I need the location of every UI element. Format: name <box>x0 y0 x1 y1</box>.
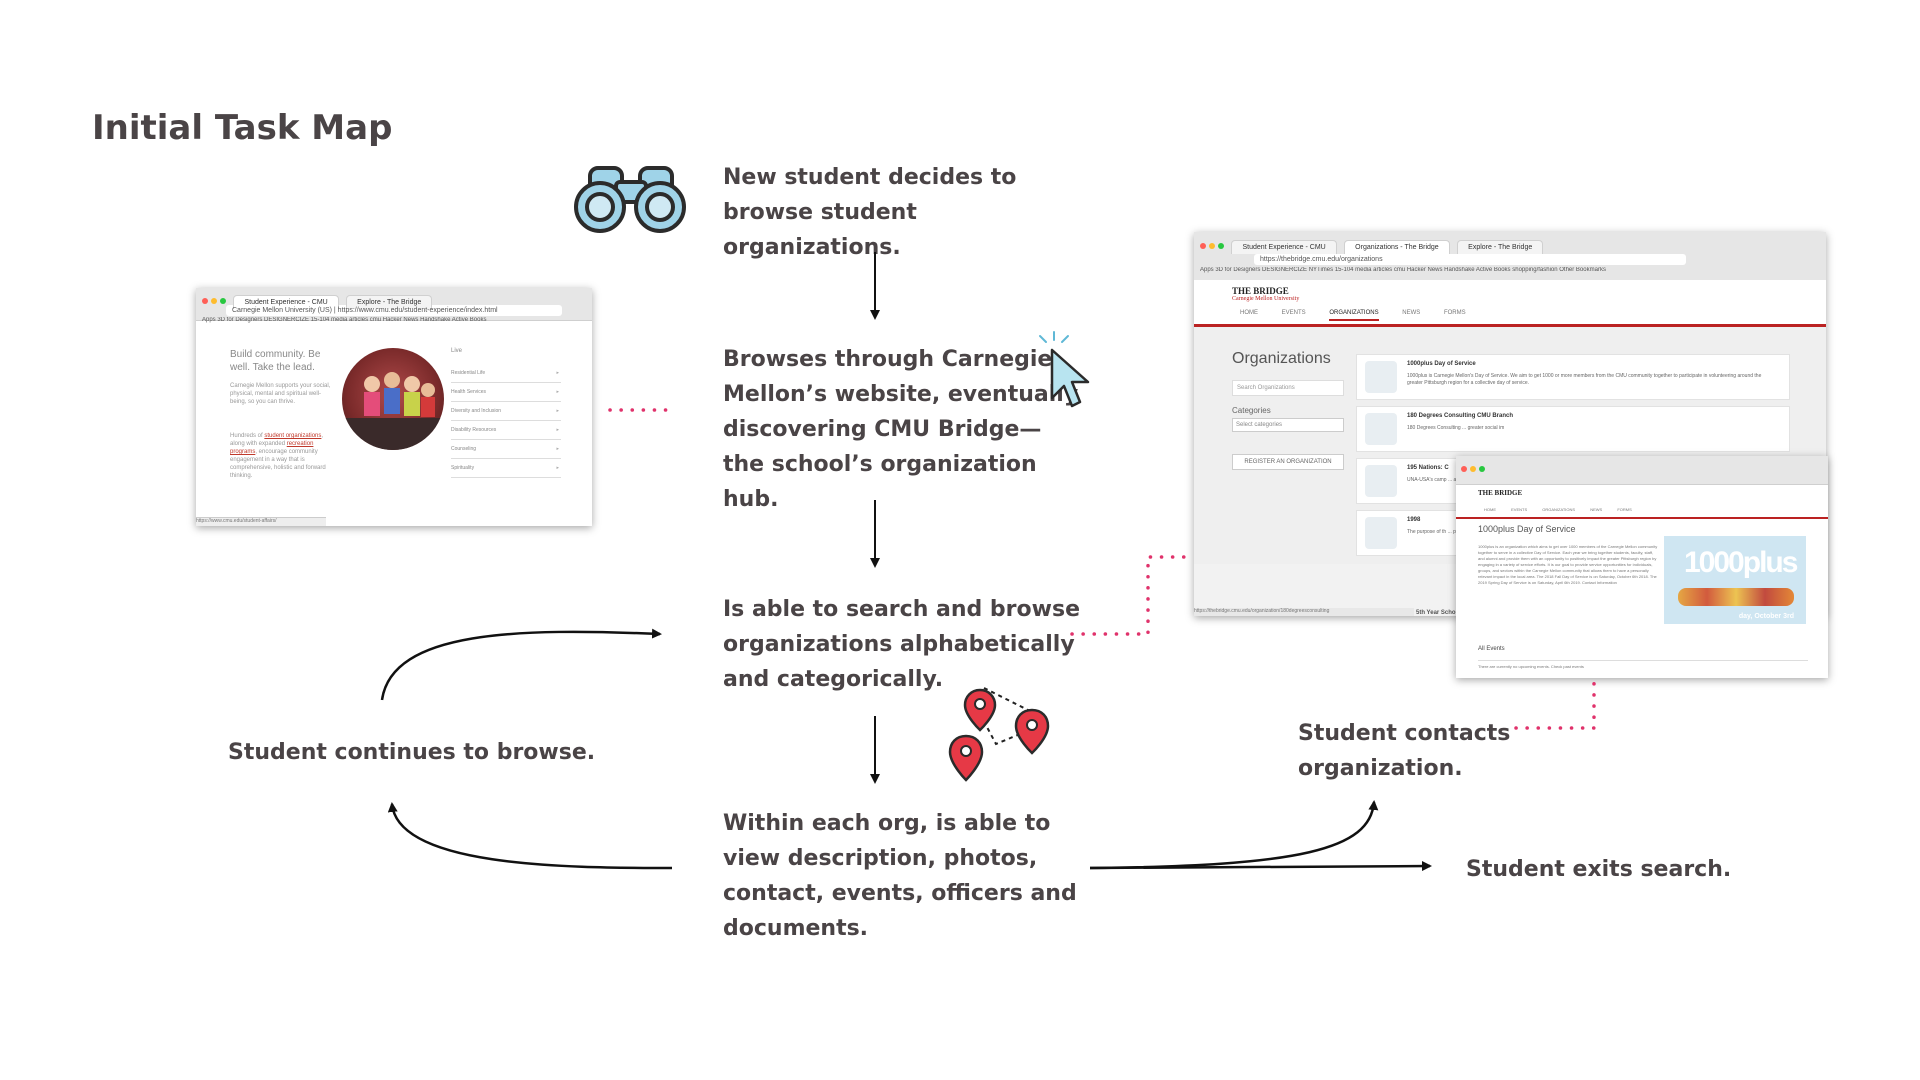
nav-news: NEWS <box>1402 310 1421 316</box>
cursor-icon <box>1039 331 1090 408</box>
browser-tab: Explore - The Bridge <box>346 295 433 309</box>
org-card: 1000plus Day of Service 1000plus is Carn… <box>1356 354 1790 400</box>
categories-select: Select categories <box>1232 418 1344 432</box>
search-organizations-field: Search Organizations <box>1232 380 1344 396</box>
poster-leaves <box>1678 588 1794 606</box>
browser-chrome: Student Experience - CMU Explore - The B… <box>196 288 592 323</box>
org-name: 195 Nations: C <box>1407 465 1449 471</box>
arrow-continue-to-step3 <box>380 628 662 701</box>
window-controls <box>1461 459 1488 476</box>
window-controls <box>1200 236 1227 253</box>
status-bar: https://www.cmu.edu/student-affairs/ <box>196 517 326 526</box>
browser-tab: Organizations - The Bridge <box>1344 240 1450 254</box>
site-nav: HOME EVENTS ORGANIZATIONS NEWS FORMS <box>1240 310 1488 321</box>
organizations-title: Organizations <box>1232 350 1331 367</box>
org-name: 1998 <box>1407 517 1421 523</box>
all-events-heading: All Events <box>1478 646 1505 652</box>
nav-forms: FORMS <box>1617 507 1632 512</box>
browser-tab: Student Experience - CMU <box>1231 240 1337 254</box>
step-4-text: Within each org, is able to view descrip… <box>723 811 1077 941</box>
bookmarks-bar: Apps 3D for Designers DESIGNERCIZE 15-10… <box>202 317 487 323</box>
site-nav: HOME EVENTS ORGANIZATIONS NEWS FORMS <box>1484 507 1646 512</box>
nav-events: EVENTS <box>1511 507 1528 512</box>
org-description: 180 Degrees Consulting ... greater socia… <box>1407 425 1505 431</box>
map-pins-icon <box>948 687 1050 782</box>
no-events-text: There are currently no upcoming events. … <box>1478 660 1808 669</box>
logo-subtext: Carnegie Mellon University <box>1232 296 1300 302</box>
browser-tab: Explore - The Bridge <box>1457 240 1544 254</box>
org-title: 1000plus Day of Service <box>1478 524 1576 534</box>
org-logo <box>1365 465 1397 497</box>
org-description: The purpose of th ... provide a cultura <box>1407 529 1491 535</box>
intro-paragraph: Carnegie Mellon supports your social, ph… <box>230 383 331 405</box>
menu-item: Spirituality <box>451 459 561 478</box>
binoculars-icon <box>574 166 686 233</box>
step-1-text: New student decides to browse student or… <box>723 165 1017 260</box>
nav-forms: FORMS <box>1443 310 1466 316</box>
logo-text: THE BRIDGE <box>1232 286 1289 296</box>
dotted-connector-contact <box>1514 678 1596 730</box>
poster-date: day, October 3rd <box>1738 613 1794 620</box>
browser-chrome <box>1456 456 1828 485</box>
org-description: 1000plus is Carnegie Mellon's Day of Ser… <box>1407 373 1762 386</box>
live-heading: Live <box>451 348 463 354</box>
services-menu: Residential Life Health Services Diversi… <box>451 364 561 478</box>
outcome-contact-text: Student contacts organization. <box>1298 721 1511 781</box>
nav-organizations: ORGANIZATIONS <box>1542 507 1576 512</box>
url-bar: Carnegie Mellon University (US) | https:… <box>226 305 562 316</box>
org-card: 180 Degrees Consulting CMU Branch 180 De… <box>1356 406 1790 452</box>
poster-title: 1000plus <box>1684 546 1798 579</box>
arrow-step4-to-contact <box>1089 800 1379 870</box>
recreation-programs-link: recreation programs <box>230 441 314 455</box>
para-text: Hundreds of <box>230 433 265 439</box>
nav-news: NEWS <box>1590 507 1603 512</box>
org-body: 1000plus is an organization which aims t… <box>1478 544 1658 585</box>
url-bar: https://thebridge.cmu.edu/organizations <box>1254 254 1686 265</box>
org-name: 180 Degrees Consulting CMU Branch <box>1407 413 1514 419</box>
cmu-website-screenshot: Student Experience - CMU Explore - The B… <box>196 288 592 526</box>
window-controls <box>202 291 229 308</box>
tagline: Build community. Be well. Take the lead. <box>230 349 321 373</box>
org-poster: 1000plus day, October 3rd <box>1664 536 1806 624</box>
org-description: UNA-USA's camp ... and others in the <box>1407 477 1491 483</box>
org-detail-screenshot: THE BRIDGE HOME EVENTS ORGANIZATIONS NEW… <box>1456 456 1828 678</box>
nav-home: HOME <box>1484 507 1496 512</box>
orgs-paragraph: Hundreds of student organizations, along… <box>230 432 336 480</box>
org-logo <box>1365 413 1397 445</box>
browser-tab: Student Experience - CMU <box>233 295 339 309</box>
org-name: 1000plus Day of Service <box>1407 361 1476 367</box>
bookmarks-bar: Apps 3D for Designers DESIGNERCIZE NYTim… <box>1200 267 1606 273</box>
filters-panel: Search Organizations Categories Select c… <box>1232 380 1344 470</box>
step-2-text: Browses through Carnegie Mellon’s websit… <box>723 347 1079 512</box>
arrow-step4-to-continue <box>387 802 673 870</box>
outcome-continue-text: Student continues to browse. <box>228 740 596 765</box>
bridge-logo: THE BRIDGE <box>1478 489 1523 497</box>
step-3-text: Is able to search and browse organizatio… <box>723 597 1080 692</box>
site-header: THE BRIDGE HOME EVENTS ORGANIZATIONS NEW… <box>1456 485 1828 519</box>
students-photo <box>342 348 444 450</box>
dotted-connector-bridge <box>1070 555 1196 636</box>
categories-label: Categories <box>1232 406 1271 415</box>
para-text: , encourage community engagement in a wa… <box>230 449 326 479</box>
register-organization-button: REGISTER AN ORGANIZATION <box>1232 454 1344 470</box>
outcome-exit-text: Student exits search. <box>1466 857 1732 882</box>
partial-org-name: 5th Year Schol <box>1416 610 1458 616</box>
nav-organizations: ORGANIZATIONS <box>1329 310 1379 321</box>
nav-events: EVENTS <box>1281 310 1306 316</box>
page-title: Initial Task Map <box>92 108 393 148</box>
status-bar: https://thebridge.cmu.edu/organization/1… <box>1194 608 1414 616</box>
para-text: , along with expanded <box>230 433 324 447</box>
org-logo <box>1365 361 1397 393</box>
student-organizations-link: student organizations <box>264 433 322 439</box>
org-logo <box>1365 517 1397 549</box>
nav-home: HOME <box>1240 310 1258 316</box>
